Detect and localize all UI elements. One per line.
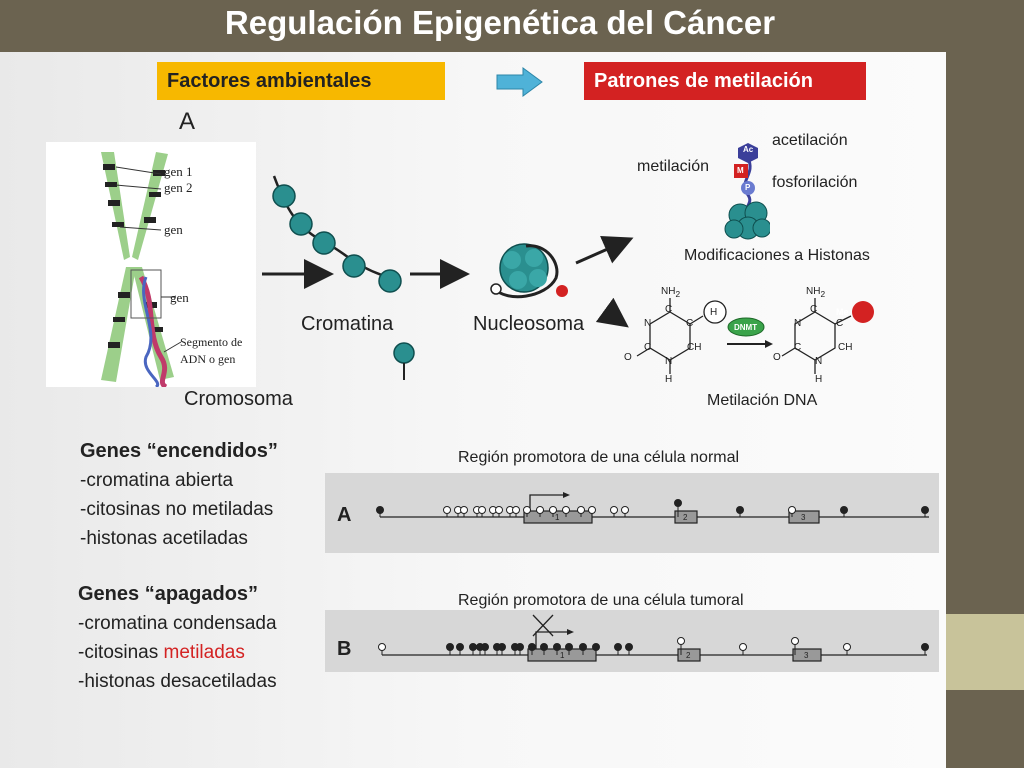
exon-1-label: 1 bbox=[560, 651, 565, 660]
me-label: Me bbox=[836, 307, 849, 317]
gene3-label: gen bbox=[164, 222, 183, 237]
c-bottom-left: C bbox=[644, 342, 652, 353]
c-top-left: C bbox=[665, 304, 673, 315]
gene4-label: gen bbox=[170, 290, 189, 305]
tumor-panel-letter: B bbox=[337, 638, 352, 660]
c-left-side: C bbox=[686, 318, 694, 329]
h-circle-label: H bbox=[710, 307, 718, 318]
normal-panel-letter: A bbox=[337, 504, 352, 526]
histone-modifications-caption: Modificaciones a Histonas bbox=[684, 247, 870, 264]
exon-3-label: 3 bbox=[804, 651, 809, 660]
acetylation-label: acetilación bbox=[772, 132, 848, 149]
phosphorylation-label: fosforilación bbox=[772, 174, 858, 191]
dna-methylation-caption: Metilación DNA bbox=[707, 392, 818, 409]
tumor-promoter-map bbox=[378, 614, 929, 662]
ac-mark: Ac bbox=[743, 145, 754, 154]
n-right: N bbox=[794, 318, 802, 329]
genes-off-heading: Genes “apagados” bbox=[78, 583, 259, 605]
chromatin-diagram bbox=[262, 175, 634, 380]
dna-segment-label-2: ADN o gen bbox=[180, 352, 236, 366]
nh2-left: NH2 bbox=[661, 286, 681, 299]
chromatin-label: Cromatina bbox=[301, 313, 394, 335]
c-right-side: C bbox=[836, 318, 844, 329]
h-bottom-left: H bbox=[665, 374, 673, 385]
nh2-right: NH2 bbox=[806, 286, 826, 299]
o-left: O bbox=[624, 352, 632, 363]
n-left: N bbox=[644, 318, 652, 329]
genes-off-list: Genes “apagados” -cromatina condensada -… bbox=[78, 580, 277, 696]
genes-off-item: -histonas desacetiladas bbox=[78, 671, 277, 692]
normal-promoter-caption: Región promotora de una célula normal bbox=[458, 449, 740, 466]
nucleosome-core bbox=[490, 243, 568, 299]
genes-on-item: -histonas acetiladas bbox=[80, 528, 248, 549]
methylation-patterns-box: Patrones de metilación bbox=[584, 62, 866, 100]
n-bottom-left: N bbox=[665, 356, 673, 367]
title-bar: Regulación Epigenética del Cáncer bbox=[0, 0, 1024, 52]
genes-off-item: -citosinas metiladas bbox=[78, 642, 245, 663]
genes-on-list: Genes “encendidos” -cromatina abierta -c… bbox=[80, 437, 278, 553]
normal-promoter-map bbox=[376, 492, 929, 524]
h-bottom-right: H bbox=[815, 374, 823, 385]
normal-promoter-panel: A 1 2 3 bbox=[325, 473, 939, 553]
chromosome-illustration: gen 1 gen 2 gen gen Segmento de ADN o ge… bbox=[46, 142, 256, 390]
genes-off-item: -cromatina condensada bbox=[78, 613, 277, 634]
m-mark: M bbox=[737, 166, 744, 175]
p-mark: P bbox=[745, 183, 751, 192]
gene1-label: gen 1 bbox=[164, 164, 193, 179]
c-top-right: C bbox=[810, 304, 818, 315]
exon-2-label: 2 bbox=[683, 513, 688, 522]
right-accent-block bbox=[946, 614, 1024, 690]
gene2-label: gen 2 bbox=[164, 180, 193, 195]
chromosome-label: Cromosoma bbox=[184, 388, 293, 410]
genes-on-item: -citosinas no metiladas bbox=[80, 499, 274, 520]
slide-title: Regulación Epigenética del Cáncer bbox=[224, 4, 776, 41]
chromosome-drawing bbox=[101, 152, 182, 390]
genes-on-item: -cromatina abierta bbox=[80, 470, 234, 491]
tumor-promoter-panel: B 1 2 3 bbox=[325, 610, 939, 672]
nucleosome-label: Nucleosoma bbox=[473, 313, 585, 335]
exon-1-label: 1 bbox=[555, 513, 560, 522]
environmental-factors-box: Factores ambientales bbox=[157, 62, 445, 100]
dna-segment-label-1: Segmento de bbox=[180, 335, 243, 349]
exon-3-label: 3 bbox=[801, 513, 806, 522]
o-right: O bbox=[773, 352, 781, 363]
methylated-highlight: metiladas bbox=[163, 642, 245, 663]
tumor-promoter-caption: Región promotora de una célula tumoral bbox=[458, 592, 744, 609]
dna-methylation-diagram bbox=[636, 298, 874, 374]
exon-2-label: 2 bbox=[686, 651, 691, 660]
arrow-right-icon bbox=[496, 67, 543, 97]
ch-right: CH bbox=[838, 342, 853, 353]
n-bottom-right: N bbox=[815, 356, 823, 367]
methylation-label: metilación bbox=[637, 158, 710, 175]
genes-on-heading: Genes “encendidos” bbox=[80, 440, 278, 462]
dnmt-enzyme-label: DNMT bbox=[734, 323, 758, 332]
histone-tail-diagram bbox=[724, 143, 770, 240]
c-bottom-right: C bbox=[794, 342, 802, 353]
ch-left: CH bbox=[687, 342, 702, 353]
panel-a-letter: A bbox=[179, 108, 196, 135]
